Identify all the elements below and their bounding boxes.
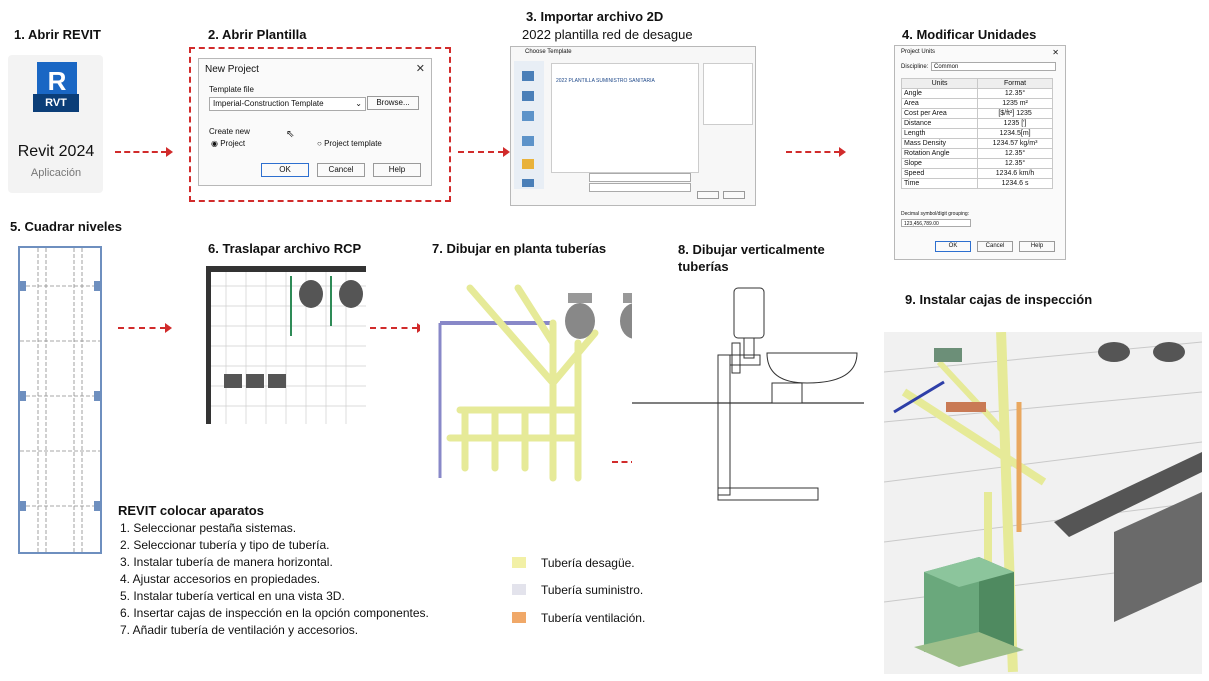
filename-input[interactable] [589, 173, 691, 182]
legend-swatch-suministro [512, 584, 526, 595]
revit-logo-icon: R RVT [33, 62, 79, 114]
list-item: 3. Instalar tubería de manera horizontal… [120, 555, 333, 569]
step5-title: 5. Cuadrar niveles [10, 219, 122, 234]
step2-title: 2. Abrir Plantilla [208, 27, 307, 42]
radio-project-template[interactable]: ○ Project template [317, 139, 382, 148]
arrow-1-2 [115, 147, 173, 157]
plan-piping-drawing [420, 283, 660, 498]
close-icon[interactable]: ✕ [1052, 48, 1059, 57]
decimal-label: Decimal symbol/digit grouping: [901, 211, 970, 217]
filetype-select[interactable] [589, 183, 691, 192]
dialog-title: Choose Template [525, 49, 572, 55]
list-item: 6. Insertar cajas de inspección en la op… [120, 606, 429, 620]
revit-app-tile[interactable]: R RVT Revit 2024 Aplicación [8, 55, 103, 193]
legend-label: Tubería desagüe. [541, 556, 635, 570]
ok-button[interactable]: OK [935, 241, 971, 252]
radio-project[interactable]: ◉ Project [211, 139, 246, 148]
step3-subtitle: 2022 plantilla red de desague [522, 27, 693, 42]
close-icon[interactable]: ✕ [415, 63, 425, 75]
table-row[interactable]: Cost per Area[$/ft²] 1235 [900, 108, 1053, 119]
arrow-2-3 [458, 147, 510, 157]
file-list[interactable]: 2022 PLANTILLA SUMINISTRO SANITARIA [551, 63, 699, 173]
discipline-select[interactable]: Common [931, 62, 1056, 71]
instructions-list: 1. Seleccionar pestaña sistemas. 2. Sele… [120, 520, 429, 639]
app-name: Revit 2024 [17, 143, 95, 160]
arrow-5-6 [118, 323, 172, 333]
template-label: Template file [209, 85, 254, 94]
chevron-down-icon: ⌄ [355, 99, 362, 108]
dialog-title: New Project [205, 64, 259, 75]
choose-template-dialog: Choose Template 2022 PLANTILLA SUMINISTR… [510, 46, 756, 206]
inspection-box-3d-view [884, 332, 1202, 674]
template-select[interactable]: Imperial-Construction Template⌄ [209, 97, 366, 111]
instructions-title: REVIT colocar aparatos [118, 503, 264, 518]
file-item[interactable]: 2022 PLANTILLA SUMINISTRO SANITARIA [556, 78, 655, 84]
step1-title: 1. Abrir REVIT [14, 27, 101, 42]
preview-pane [703, 63, 753, 125]
list-item: 1. Seleccionar pestaña sistemas. [120, 521, 297, 535]
help-button[interactable]: Help [373, 163, 421, 177]
highlight-frame [189, 47, 451, 202]
browse-button[interactable]: Browse... [367, 96, 419, 110]
list-item: 4. Ajustar accesorios en propiedades. [120, 572, 321, 586]
rcp-overlay-drawing [206, 266, 366, 424]
decimal-select[interactable]: 123,456,789.00 [901, 219, 971, 227]
cancel-button[interactable]: Cancel [977, 241, 1013, 252]
ok-button[interactable]: OK [261, 163, 309, 177]
legend-swatch-desague [512, 557, 526, 568]
project-units-dialog: Project Units ✕ Discipline: Common Units… [894, 45, 1066, 260]
new-project-dialog: New Project ✕ Template file Imperial-Con… [198, 58, 432, 186]
levels-plan-drawing [18, 246, 102, 554]
step9-title: 9. Instalar cajas de inspección [905, 292, 1093, 307]
vertical-piping-drawing [632, 283, 864, 505]
cursor-icon: ⇖ [286, 129, 295, 140]
step6-title: 6. Traslapar archivo RCP [208, 241, 362, 256]
cancel-button[interactable]: Cancel [317, 163, 365, 177]
legend-swatch-ventilacion [512, 612, 526, 623]
places-sidebar[interactable] [514, 61, 544, 189]
arrow-6-7 [370, 323, 424, 333]
discipline-label: Discipline: [901, 64, 929, 70]
arrow-3-4 [786, 147, 846, 157]
list-item: 5. Instalar tubería vertical en una vist… [120, 589, 345, 603]
create-new-label: Create new [209, 127, 250, 136]
app-subtitle: Aplicación [30, 167, 82, 179]
legend-label: Tubería ventilación. [541, 611, 646, 625]
step4-title: 4. Modificar Unidades [902, 27, 1037, 42]
step7-title: 7. Dibujar en planta tuberías [432, 241, 607, 256]
dialog-title: Project Units [901, 49, 936, 55]
list-item: 7. Añadir tubería de ventilación y acces… [120, 623, 359, 637]
legend-label: Tubería suministro. [541, 583, 644, 597]
help-button[interactable]: Help [1019, 241, 1055, 252]
cancel-button[interactable] [723, 191, 745, 199]
step8-title: 8. Dibujar verticalmente tuberías [678, 242, 825, 274]
open-button[interactable] [697, 191, 719, 199]
list-item: 2. Seleccionar tubería y tipo de tubería… [120, 538, 330, 552]
step3-title: 3. Importar archivo 2D [526, 9, 664, 24]
